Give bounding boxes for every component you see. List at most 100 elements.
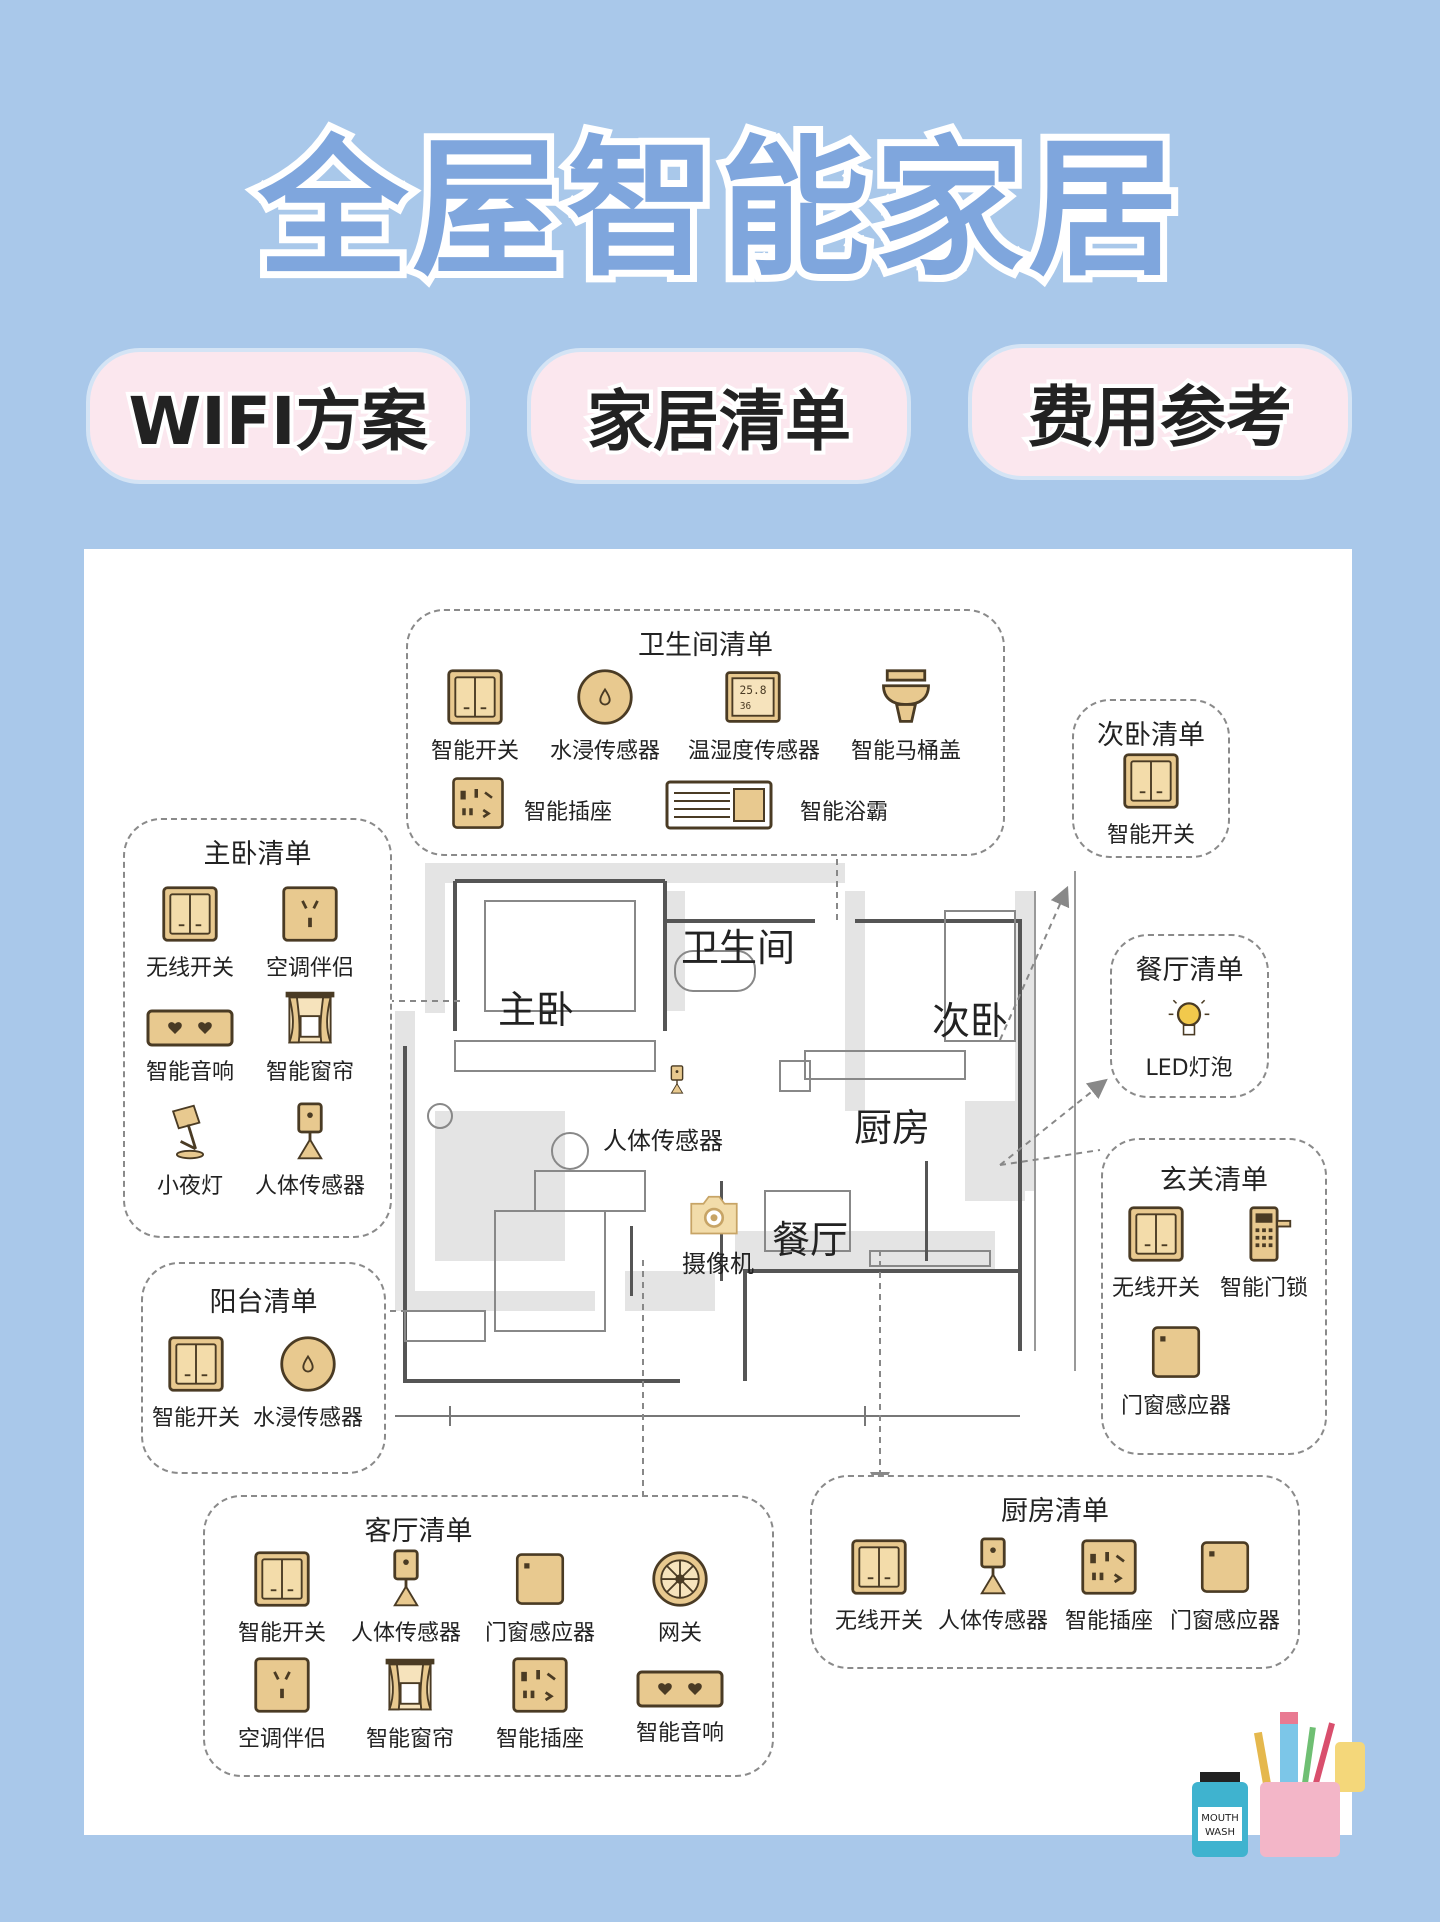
list-item: 智能开关 [1086, 751, 1216, 849]
switch-icon [445, 667, 505, 727]
mouthwash-label: MOUTH [1201, 1813, 1238, 1824]
list-item-label: 智能开关 [430, 739, 519, 764]
list-item-label: 智能音响 [635, 1721, 724, 1746]
curtain-icon [280, 988, 340, 1048]
list-item-label: 门窗感应器 [484, 1621, 595, 1646]
list-item: 智能窗帘 [245, 988, 375, 1086]
list-item: 人体传感器 [341, 1549, 471, 1647]
gateway-icon [650, 1549, 710, 1609]
list-item-label: 智能窗帘 [265, 1060, 354, 1085]
list-item: 智能插座 [1044, 1537, 1174, 1635]
water-sensor-icon [278, 1334, 338, 1394]
bulb-icon [1164, 994, 1214, 1044]
list-item-label: 智能开关 [151, 1406, 240, 1431]
toilet-icon [876, 667, 936, 727]
list-item: 网关 [615, 1549, 745, 1647]
desk-lamp-icon [160, 1102, 220, 1162]
list-item-label: 智能插座 [1064, 1609, 1153, 1634]
list-item-label: 小夜灯 [156, 1174, 223, 1199]
list-item: 智能开关 [410, 667, 540, 765]
list-item: 空调伴侣 [217, 1655, 347, 1753]
list-item: 人体传感器 [245, 1102, 375, 1200]
door-sensor-icon [1197, 1537, 1253, 1597]
list-item: 小夜灯 [125, 1102, 255, 1200]
list-item: 智能门锁 [1199, 1204, 1329, 1302]
list-item-label: 无线开关 [145, 956, 234, 981]
kitchen-list-title: 厨房清单 [1001, 1496, 1109, 1527]
list-item: 无线开关 [125, 884, 255, 982]
list-item-label: 智能开关 [1106, 823, 1195, 848]
bath-heater-icon [664, 779, 774, 831]
list-item-label: 门窗感应器 [1120, 1394, 1231, 1419]
list-item: 门窗感应器 [475, 1549, 605, 1647]
switch-icon [166, 1334, 226, 1394]
floor-plan [395, 851, 1090, 1431]
switch-icon [160, 884, 220, 944]
door-sensor-icon [512, 1549, 568, 1609]
toiletries-illustration: MOUTH WASH [1192, 1712, 1365, 1857]
list-item: 空调伴侣 [245, 884, 375, 982]
speaker-icon [145, 1008, 235, 1048]
list-item-label: 智能插座 [524, 800, 613, 825]
master-bedroom-list-title: 主卧清单 [203, 839, 312, 870]
balcony-list-box: 阳台清单 智能开关 水浸传感器 [141, 1262, 386, 1474]
tag-cost-reference[interactable]: 费用参考 [972, 348, 1348, 476]
tag-wifi-plan[interactable]: WIFI方案 [90, 352, 466, 480]
socket-icon [510, 1655, 570, 1715]
list-item-label: 智能窗帘 [365, 1727, 454, 1752]
list-item-label: 智能马桶盖 [850, 739, 961, 764]
list-item-label: 智能浴霸 [800, 800, 889, 825]
list-item: 智能插座 [475, 1655, 605, 1753]
dining-list-title: 餐厅清单 [1135, 955, 1244, 986]
balcony-list-title: 阳台清单 [209, 1287, 318, 1318]
list-item: 智能马桶盖 [841, 667, 971, 765]
list-item: 智能窗帘 [345, 1655, 475, 1753]
list-item: 温湿度传感器 [688, 667, 821, 765]
living-room-list-title: 客厅清单 [364, 1516, 473, 1547]
list-item-label: 智能门锁 [1219, 1276, 1308, 1301]
list-item-label: 空调伴侣 [237, 1727, 326, 1752]
switch-icon [849, 1537, 909, 1597]
list-item: 智能开关 [131, 1334, 261, 1432]
second-bedroom-list-title: 次卧清单 [1097, 720, 1205, 751]
water-sensor-icon [575, 667, 635, 727]
list-item-label: 网关 [657, 1621, 702, 1646]
door-lock-icon [1234, 1204, 1294, 1264]
list-item-label: 智能开关 [237, 1621, 326, 1646]
room-label-master-bedroom: 主卧 [498, 988, 575, 1032]
entrance-list-box: 玄关清单 无线开关 智能门锁 门窗感应器 [1101, 1138, 1327, 1455]
switch-icon [1126, 1204, 1186, 1264]
list-item: 门窗感应器 [1111, 1322, 1241, 1420]
dining-list-box: 餐厅清单 LED灯泡 [1110, 934, 1269, 1098]
list-item-label: 水浸传感器 [549, 739, 660, 764]
bathroom-list-title: 卫生间清单 [638, 630, 773, 661]
list-item-label: LED灯泡 [1145, 1056, 1233, 1081]
motion-sensor-icon [376, 1549, 436, 1609]
switch-icon [1121, 751, 1181, 811]
bathroom-list-box: 卫生间清单 智能开关 水浸传感器 温湿度传感器 智能马桶盖 智能插座 智能浴霸 [406, 609, 1005, 856]
thermo-hygrometer-icon [723, 667, 783, 727]
list-item-label: 温湿度传感器 [688, 739, 821, 764]
floorplan-label-motion-sensor: 人体传感器 [603, 1127, 723, 1155]
list-item-label: 人体传感器 [350, 1621, 461, 1646]
list-item: LED灯泡 [1124, 994, 1254, 1082]
kitchen-list-box: 厨房清单 无线开关 人体传感器 智能插座 门窗感应器 [810, 1475, 1300, 1669]
master-bedroom-list-box: 主卧清单 无线开关 空调伴侣 智能音响 智能窗帘 小夜灯 人体传感器 [123, 818, 392, 1238]
speaker-icon [635, 1669, 725, 1709]
list-item: 水浸传感器 [243, 1334, 373, 1432]
floorplan-label-camera: 摄像机 [682, 1250, 754, 1278]
tag-home-list[interactable]: 家居清单 [531, 352, 907, 480]
socket-icon [1079, 1537, 1139, 1597]
socket-icon [450, 775, 506, 831]
list-item-label: 门窗感应器 [1169, 1609, 1280, 1634]
room-label-second-bedroom: 次卧 [932, 999, 1009, 1043]
switch-icon [252, 1549, 312, 1609]
list-item: 无线开关 [1091, 1204, 1221, 1302]
motion-sensor-icon [280, 1102, 340, 1162]
room-label-kitchen: 厨房 [854, 1106, 931, 1150]
list-item-label: 人体传感器 [937, 1609, 1048, 1634]
room-label-dining: 餐厅 [772, 1218, 849, 1262]
motion-sensor-icon [963, 1537, 1023, 1597]
curtain-icon [380, 1655, 440, 1715]
list-item-label: 人体传感器 [254, 1174, 365, 1199]
